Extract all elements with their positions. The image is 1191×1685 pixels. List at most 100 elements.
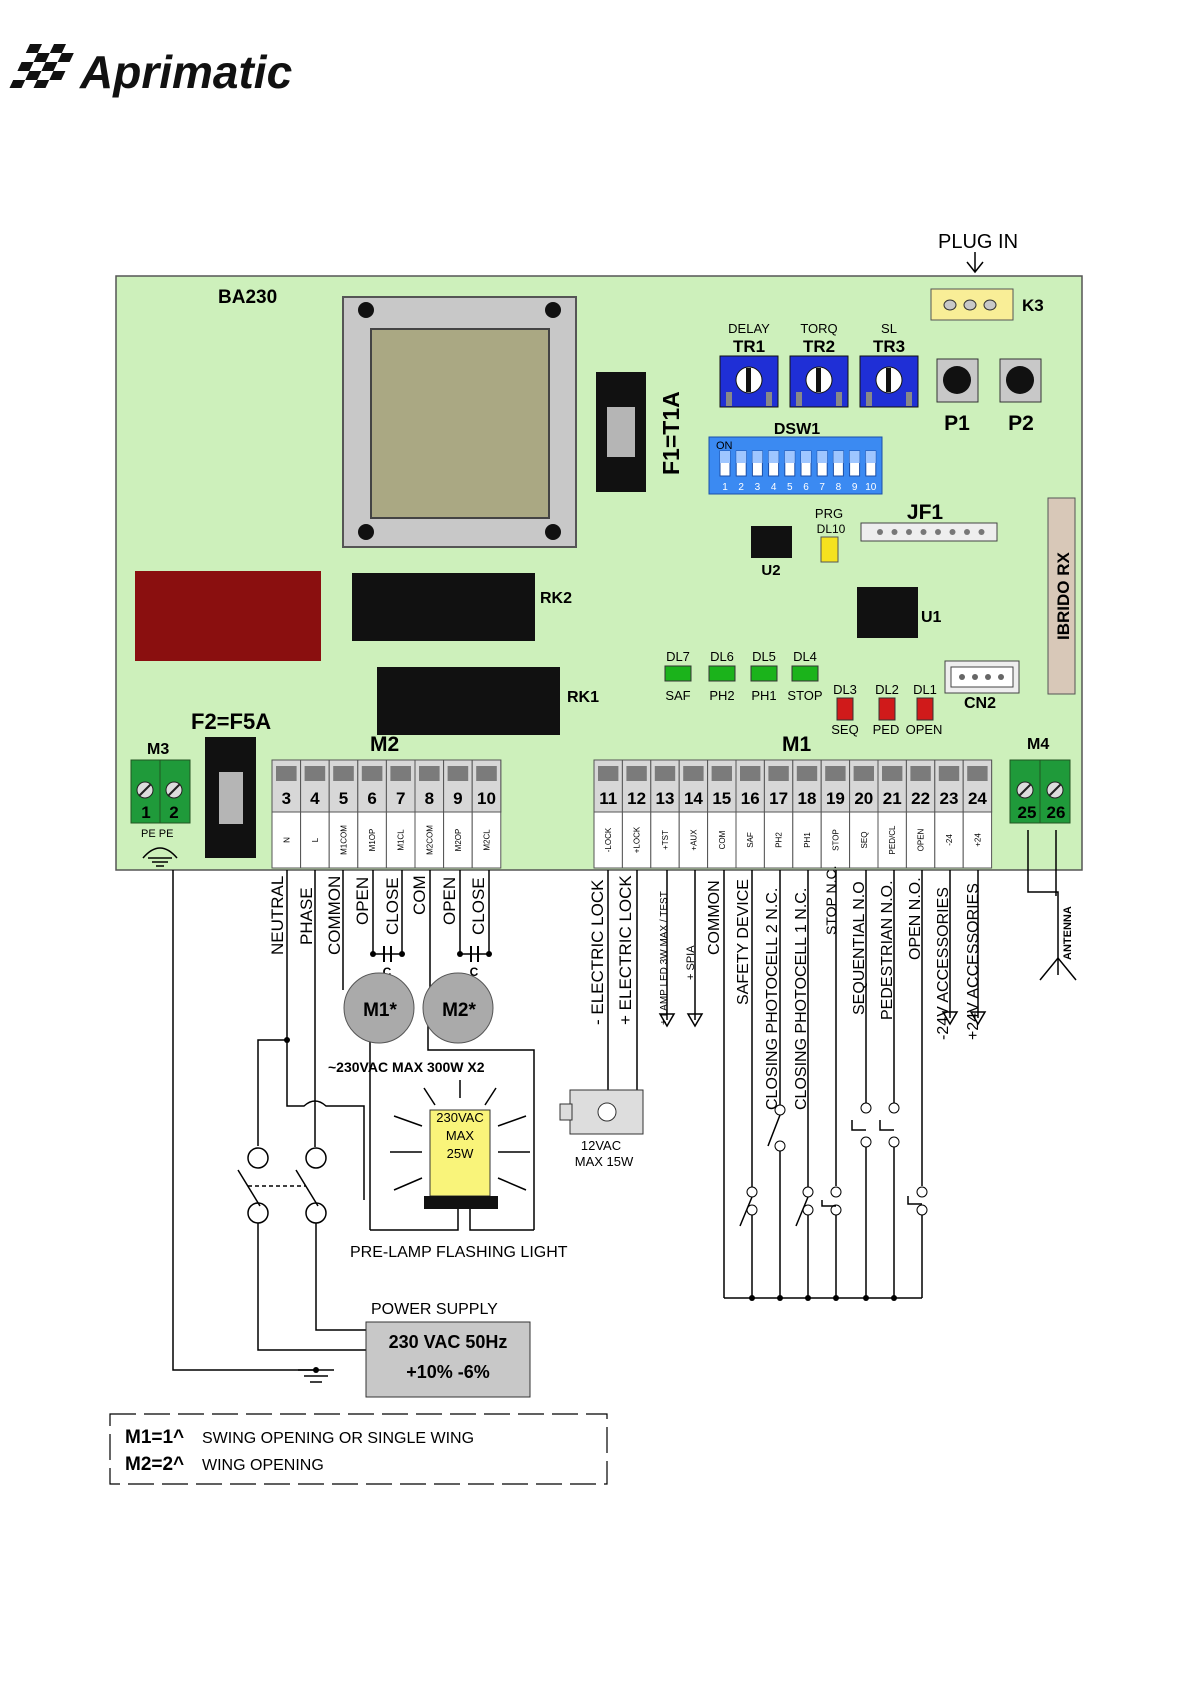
led-dl6-label: PH2 bbox=[709, 688, 734, 703]
led-dl10 bbox=[820, 536, 839, 563]
led-dl1-id: DL1 bbox=[913, 682, 937, 697]
m2-term-number-4: 4 bbox=[310, 789, 320, 808]
m1-term-sub-box-23 bbox=[934, 811, 964, 869]
m2-term-sub-box-7 bbox=[385, 811, 416, 869]
m2-term-sub-box-4 bbox=[300, 811, 330, 869]
m2-screw-5 bbox=[333, 766, 354, 781]
led-dl4: DL4 STOP bbox=[787, 649, 822, 703]
m1-screw-23 bbox=[938, 766, 960, 781]
led-dl5-label: PH1 bbox=[751, 688, 776, 703]
m2-term-sub-5: M1COM bbox=[340, 825, 349, 855]
led-dl5-id: DL5 bbox=[752, 649, 776, 664]
m1-term-sub-15: COM bbox=[718, 830, 727, 849]
relay-rk1-label: RK1 bbox=[567, 689, 599, 706]
m1-term-sub-12: +LOCK bbox=[633, 826, 642, 853]
m2-term-sub-box-3 bbox=[271, 811, 302, 869]
m2-term-sub-box-8 bbox=[414, 811, 445, 869]
m1-term-sub-23: -24 bbox=[945, 834, 954, 846]
m1-term-sub-box-12 bbox=[621, 811, 652, 869]
led-dl3-label: SEQ bbox=[831, 722, 858, 737]
m3-term-1: 1 bbox=[141, 803, 150, 822]
m2-term-sub-box-5 bbox=[328, 811, 359, 869]
m1-label: M1 bbox=[782, 733, 811, 756]
m1-term-sub-box-11 bbox=[593, 811, 623, 869]
dip-number-9: 9 bbox=[852, 482, 858, 493]
button-p2: P2 bbox=[999, 358, 1042, 435]
m1-term-sub-11: -LOCK bbox=[604, 827, 613, 852]
trimmer-tr1-caption: DELAY bbox=[728, 321, 770, 336]
jf1-pin bbox=[964, 529, 970, 535]
transformer bbox=[342, 296, 577, 548]
motor-rating: ~230VAC MAX 300W X2 bbox=[328, 1059, 485, 1075]
m1-screw-21 bbox=[882, 766, 903, 781]
dip-lever-1 bbox=[720, 451, 730, 463]
u1-label: U1 bbox=[921, 609, 942, 626]
m2-term-number-3: 3 bbox=[282, 789, 291, 808]
wire-label-m1-7: CLOSING PHOTOCELL 2 N.C. bbox=[764, 888, 781, 1110]
led-dl1-label: OPEN bbox=[906, 722, 943, 737]
m1-screw-17 bbox=[768, 766, 789, 781]
power-supply-box bbox=[365, 1321, 531, 1398]
pe-label: PE PE bbox=[141, 828, 173, 840]
m4-term-26: 26 bbox=[1047, 803, 1066, 822]
led-dl1: DL1 OPEN bbox=[906, 682, 943, 737]
led-dl5: DL5 PH1 bbox=[750, 649, 778, 703]
capacitor-2-label: C bbox=[470, 965, 479, 979]
jf1-pin bbox=[877, 529, 883, 535]
lamp-rating-1: 230VAC bbox=[436, 1110, 483, 1125]
m1-term-sub-box-22 bbox=[905, 811, 936, 869]
wire-label-m1-10: SEQUENTIAL N.O bbox=[851, 881, 868, 1015]
m1-term-number-18: 18 bbox=[798, 789, 817, 808]
m1-term-sub-box-15 bbox=[707, 811, 737, 869]
checkered-flag-icon bbox=[9, 44, 74, 88]
dip-lever-2 bbox=[736, 451, 747, 463]
trimmer-tr1: DELAY TR1 bbox=[719, 321, 779, 408]
m1-term-sub-22: OPEN bbox=[917, 828, 926, 851]
legend-key-1: M1=1^ bbox=[125, 1427, 184, 1448]
trimmer-tr1-label: TR1 bbox=[733, 337, 765, 356]
wire-label-m2-6: COM bbox=[410, 875, 429, 915]
connector-cn2: CN2 bbox=[944, 660, 1020, 712]
m1-screw-22 bbox=[910, 766, 931, 781]
dip-number-5: 5 bbox=[787, 482, 793, 493]
m1-screw-20 bbox=[853, 766, 874, 781]
jf1-label: JF1 bbox=[907, 501, 944, 524]
dip-number-7: 7 bbox=[819, 482, 825, 493]
dip-lever-6 bbox=[801, 451, 811, 463]
m1-term-sub-21: PED/CL bbox=[888, 825, 897, 854]
m2-screw-4 bbox=[304, 766, 326, 781]
m1-term-sub-17: PH2 bbox=[775, 832, 784, 848]
dip-lever-3 bbox=[752, 451, 763, 463]
wire-label-m1-5: COMMON bbox=[706, 880, 723, 955]
m2-term-sub-6: M1OP bbox=[368, 829, 377, 852]
m1-term-number-20: 20 bbox=[854, 789, 873, 808]
wire-label-m1-12: OPEN N.O. bbox=[907, 877, 924, 960]
motor-m1-label: M1* bbox=[363, 1000, 397, 1021]
m1-term-number-11: 11 bbox=[599, 789, 617, 808]
m2-label: M2 bbox=[370, 733, 399, 756]
led-dl2-id: DL2 bbox=[875, 682, 899, 697]
m1-term-number-23: 23 bbox=[940, 789, 959, 808]
relay-rk1 bbox=[377, 667, 560, 735]
m1-term-sub-20: SEQ bbox=[860, 832, 869, 849]
m2-term-number-5: 5 bbox=[339, 789, 348, 808]
jf1-pin bbox=[906, 529, 912, 535]
led-dl3-id: DL3 bbox=[833, 682, 857, 697]
m1-term-number-22: 22 bbox=[911, 789, 930, 808]
cn2-label: CN2 bbox=[964, 695, 996, 712]
trimmer-tr2-caption: TORQ bbox=[800, 321, 837, 336]
m2-term-number-7: 7 bbox=[396, 789, 405, 808]
wire-label-m1-13: -24V ACCESSORIES bbox=[935, 887, 952, 1040]
dsw-on-label: ON bbox=[716, 440, 733, 452]
m1-term-number-17: 17 bbox=[769, 789, 788, 808]
m2-term-number-6: 6 bbox=[367, 789, 376, 808]
dip-number-6: 6 bbox=[803, 482, 809, 493]
m1-screw-16 bbox=[740, 766, 761, 781]
legend-text-1: SWING OPENING OR SINGLE WING bbox=[202, 1430, 474, 1447]
m1-term-number-12: 12 bbox=[627, 789, 646, 808]
fuse-f1: F1=T1A bbox=[596, 372, 684, 492]
power-supply-line-1: 230 VAC 50Hz bbox=[389, 1332, 508, 1352]
plug-in-label: PLUG IN bbox=[938, 231, 1018, 253]
